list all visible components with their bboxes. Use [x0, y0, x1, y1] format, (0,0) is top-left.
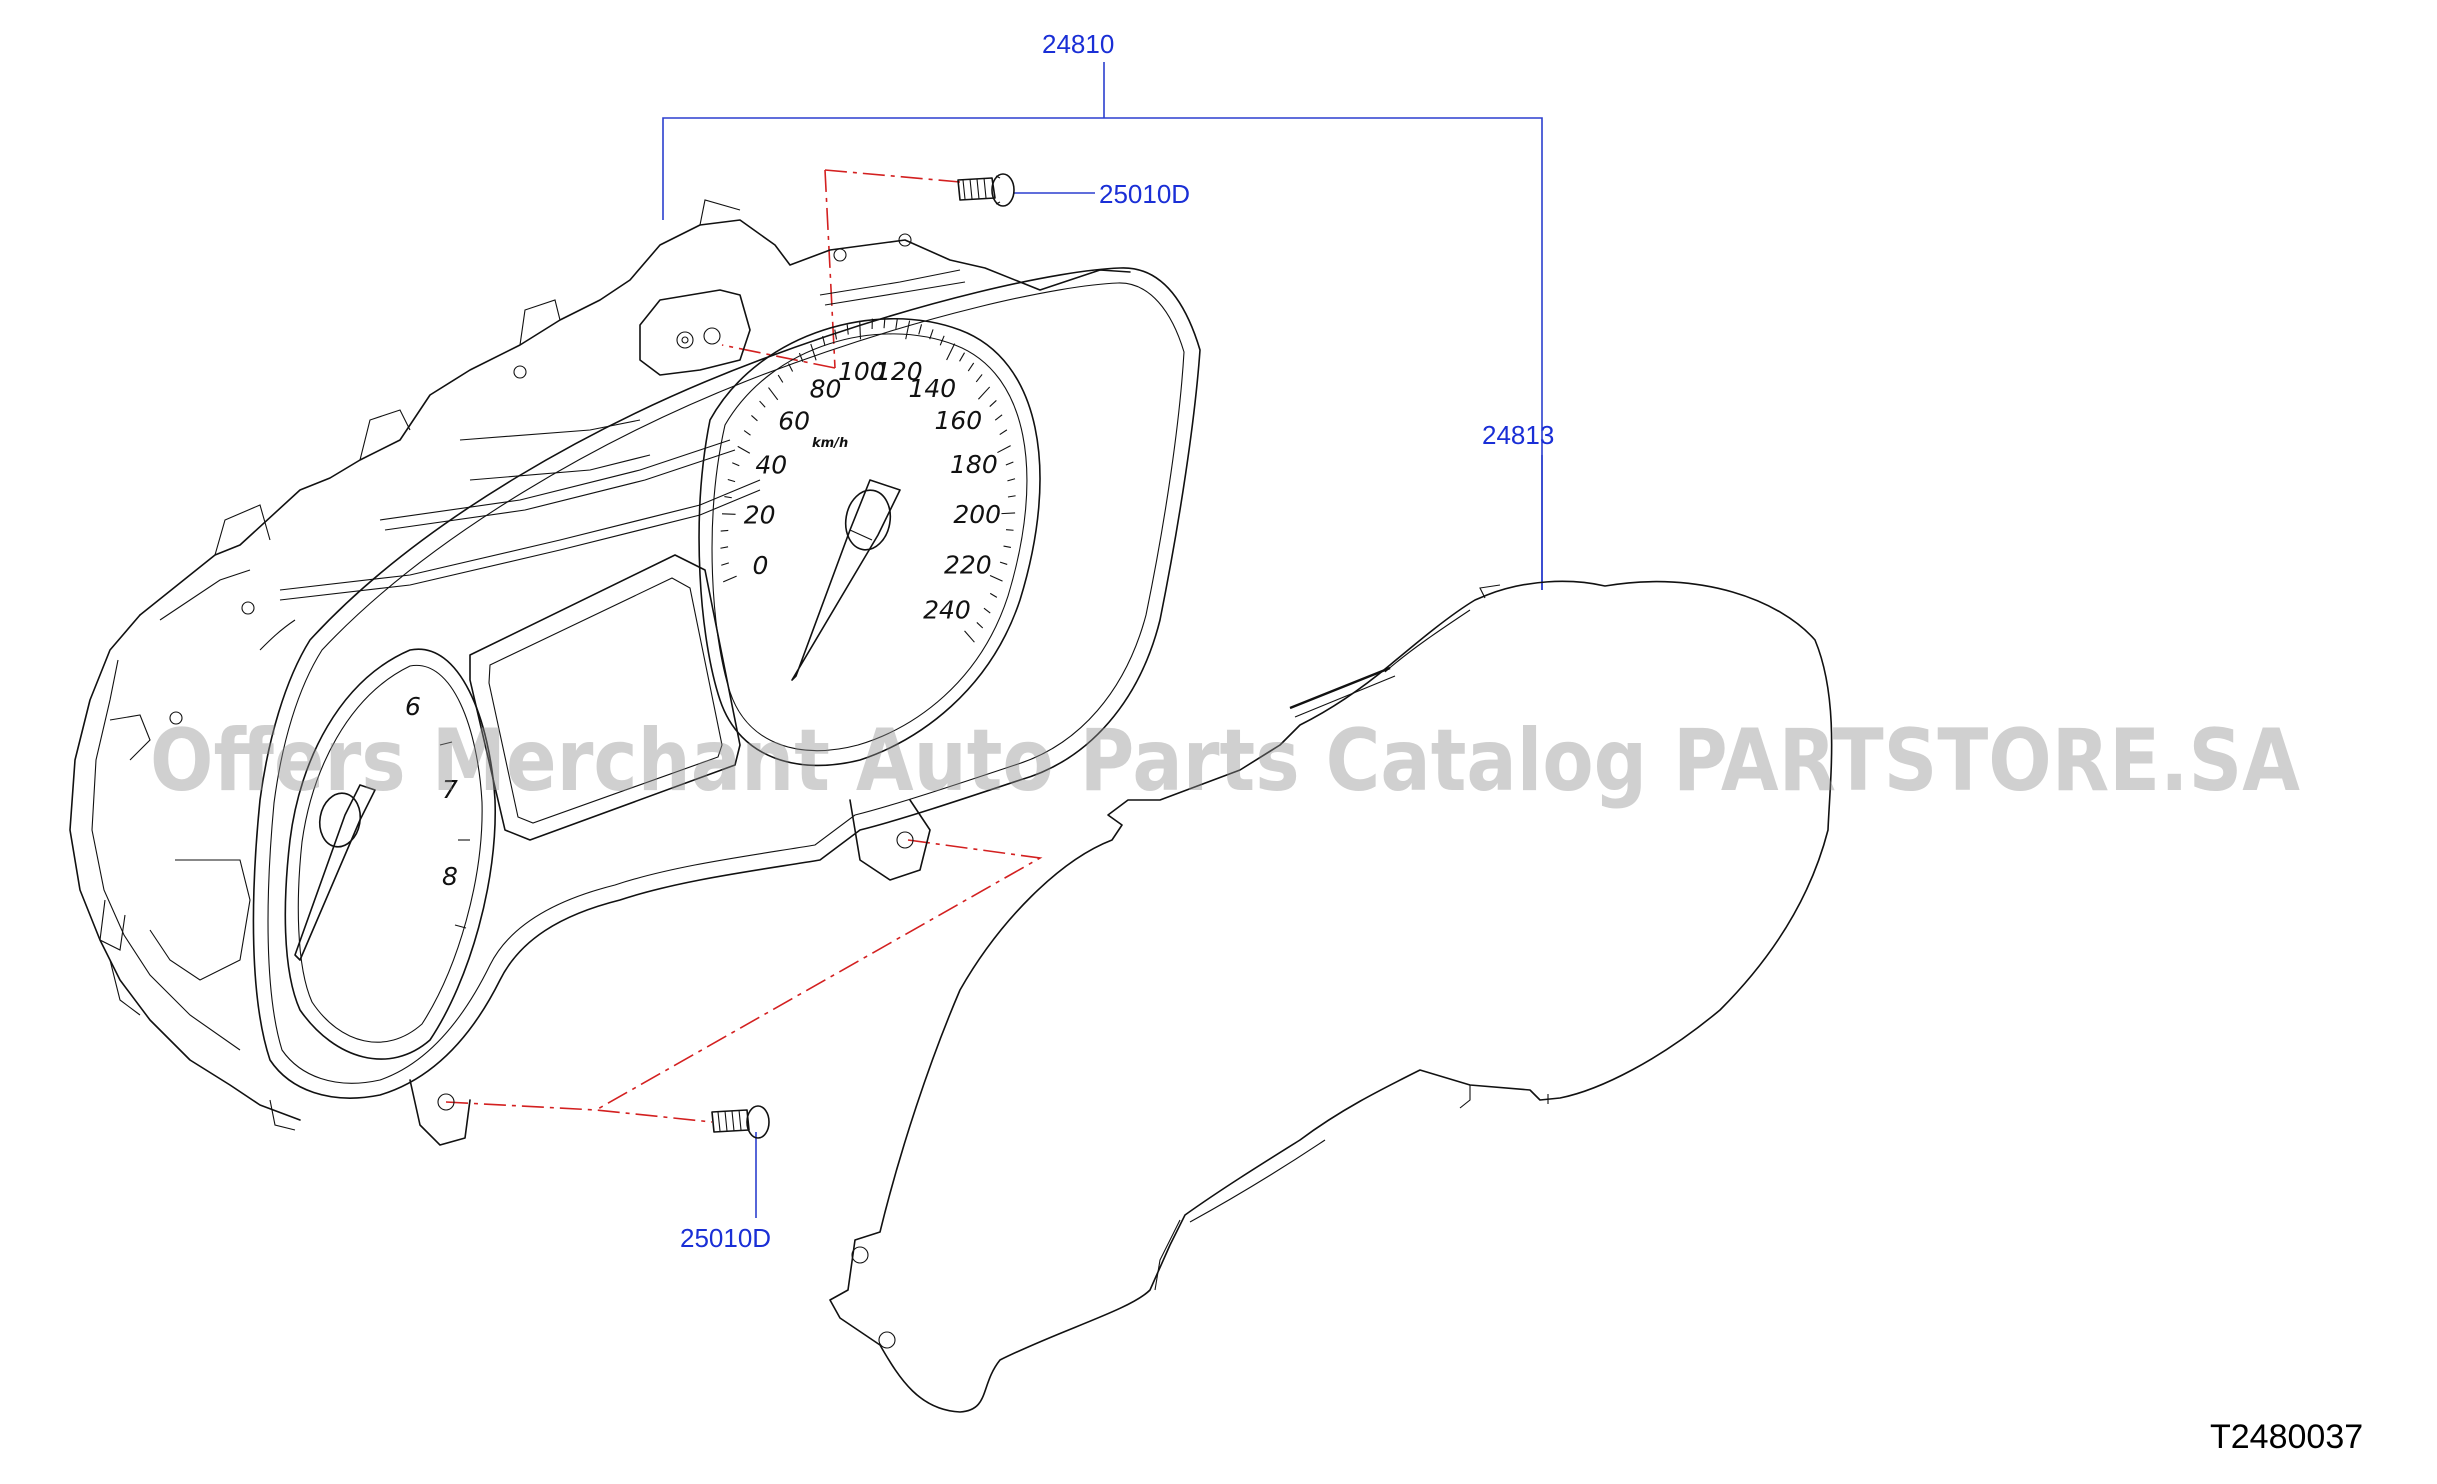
speed-number-120: 120 — [875, 357, 923, 386]
drawing-code: T2480037 — [2210, 1418, 2363, 1456]
speed-tick — [929, 329, 934, 340]
tachometer-hub — [318, 792, 362, 848]
speed-tick — [1003, 545, 1011, 548]
speed-tick — [1001, 512, 1016, 515]
speed-tick — [720, 529, 729, 532]
speed-tick — [918, 324, 923, 335]
speed-number-200: 200 — [953, 500, 1001, 529]
speed-tick — [1005, 461, 1014, 466]
speed-tick — [939, 335, 945, 346]
speedometer-hub — [844, 489, 892, 551]
speed-tick — [798, 352, 804, 362]
speed-tick — [834, 329, 838, 340]
speed-tick — [895, 318, 898, 329]
speed-tick — [989, 574, 1003, 582]
center-display — [469, 554, 741, 841]
speed-tick — [810, 343, 817, 361]
speed-tick — [721, 562, 730, 566]
speed-unit-label: km/h — [812, 436, 848, 451]
speed-number-80: 80 — [810, 374, 842, 403]
speed-tick — [977, 386, 991, 400]
speed-tick — [975, 374, 983, 383]
callout-24813: 24813 — [1482, 420, 1554, 450]
speed-number-220: 220 — [944, 550, 992, 579]
speed-tick — [859, 320, 862, 340]
speed-number-0: 0 — [753, 551, 769, 580]
leader-lines — [662, 62, 1543, 1218]
speed-number-40: 40 — [755, 450, 787, 479]
speed-number-240: 240 — [923, 596, 971, 625]
screw-top — [957, 173, 1015, 207]
screw-bottom — [711, 1105, 770, 1139]
speed-tick — [999, 429, 1008, 435]
speed-tick — [768, 387, 779, 401]
speed-tick — [777, 374, 784, 383]
watermark-text: Offers Merchant Auto Parts Catalog PARTS… — [150, 711, 2300, 811]
tach-number-8: 8 — [442, 862, 458, 891]
speed-tick — [964, 630, 975, 643]
screw-centerlines — [445, 169, 1043, 1123]
speed-tick — [722, 575, 737, 583]
speed-tick — [1005, 529, 1014, 531]
tach-number-7: 7 — [442, 775, 458, 804]
speed-tick — [846, 324, 849, 335]
speed-tick — [994, 414, 1003, 421]
speed-tick — [732, 462, 740, 467]
speedometer-tick-marks — [720, 317, 1016, 643]
speed-tick — [1007, 478, 1016, 482]
tachometer-dial: 6 7 8 — [284, 648, 497, 1060]
speed-tick — [905, 320, 911, 340]
speed-tick — [883, 317, 886, 329]
speed-tick — [724, 496, 732, 499]
speed-tick — [997, 445, 1011, 454]
speed-number-140: 140 — [908, 374, 956, 403]
speed-tick — [743, 430, 751, 436]
speed-tick — [999, 561, 1008, 565]
callout-24810: 24810 — [1042, 29, 1114, 59]
speed-tick — [989, 592, 998, 598]
tach-number-6: 6 — [405, 692, 421, 721]
callout-25010d-bottom: 25010D — [680, 1223, 771, 1253]
speed-tick — [721, 513, 736, 515]
speed-tick — [989, 400, 997, 407]
speed-tick — [946, 343, 956, 361]
speed-tick — [788, 363, 794, 372]
speed-number-60: 60 — [778, 407, 810, 436]
speed-tick — [822, 336, 826, 346]
speed-tick — [737, 445, 751, 454]
speed-tick — [720, 546, 729, 549]
speed-tick — [959, 352, 966, 362]
speed-number-180: 180 — [950, 450, 998, 479]
meter-lens-outline — [829, 580, 1833, 1413]
speed-tick — [727, 478, 736, 483]
speed-tick — [1007, 495, 1016, 498]
speed-tick — [976, 622, 984, 629]
speed-tick — [983, 607, 991, 614]
callout-25010d-top: 25010D — [1099, 179, 1190, 209]
speed-number-20: 20 — [744, 500, 776, 529]
speed-number-100: 100 — [838, 357, 886, 386]
speed-tick — [759, 400, 766, 408]
speed-tick — [751, 415, 758, 422]
speed-number-160: 160 — [934, 406, 982, 435]
speed-tick — [967, 362, 975, 372]
